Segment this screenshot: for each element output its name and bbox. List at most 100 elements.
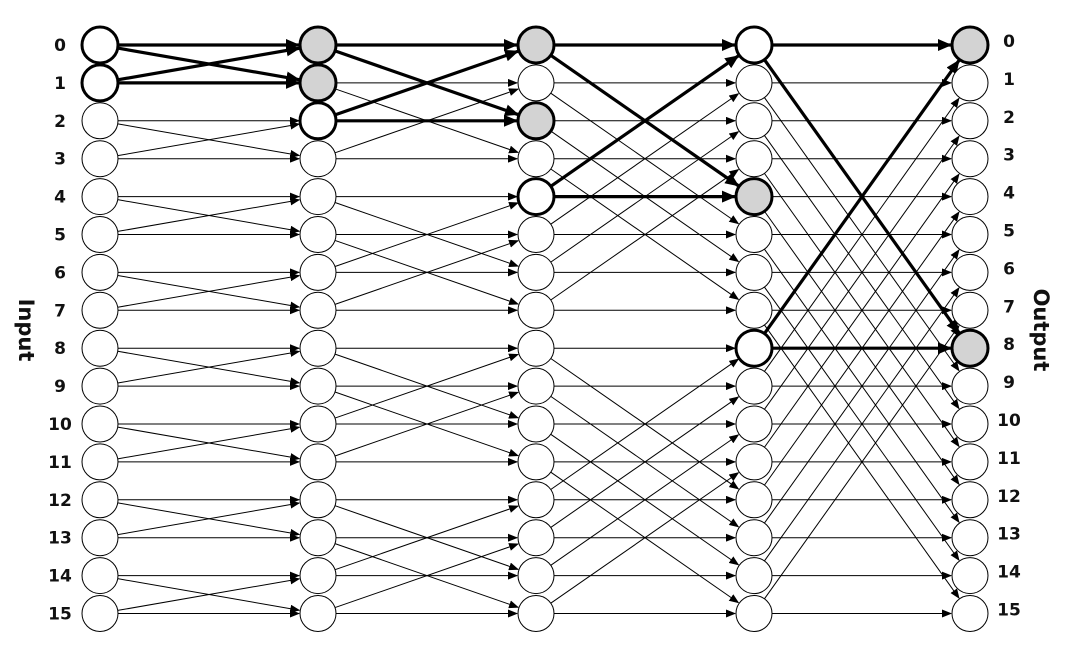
node bbox=[517, 140, 555, 178]
node bbox=[517, 519, 555, 557]
input-label: 15 bbox=[48, 605, 72, 625]
edge bbox=[550, 93, 740, 225]
edge bbox=[334, 353, 519, 419]
node bbox=[81, 329, 119, 367]
node bbox=[735, 405, 773, 443]
edge bbox=[117, 197, 301, 232]
output-axis-title: Output bbox=[1029, 289, 1053, 372]
edge bbox=[334, 505, 519, 571]
output-label: 7 bbox=[1003, 297, 1015, 317]
node bbox=[735, 291, 773, 329]
node bbox=[517, 291, 555, 329]
highlighted-node bbox=[950, 25, 990, 65]
edge bbox=[764, 135, 960, 410]
node bbox=[951, 405, 989, 443]
node bbox=[81, 557, 119, 595]
input-label: 1 bbox=[54, 74, 66, 94]
node bbox=[517, 216, 555, 253]
node bbox=[299, 367, 337, 405]
node bbox=[81, 481, 119, 519]
edge bbox=[764, 173, 960, 448]
highlighted-edge bbox=[117, 44, 301, 82]
input-label: 13 bbox=[48, 529, 72, 549]
edge bbox=[334, 391, 519, 457]
edge bbox=[334, 239, 519, 305]
node bbox=[951, 178, 989, 216]
node bbox=[81, 405, 119, 443]
node bbox=[735, 367, 773, 405]
highlighted-node bbox=[298, 25, 338, 65]
node bbox=[517, 557, 555, 595]
input-label: 7 bbox=[54, 301, 66, 321]
highlighted-node bbox=[516, 101, 556, 141]
input-label: 3 bbox=[54, 150, 66, 170]
node bbox=[517, 329, 555, 367]
highlighted-edge bbox=[763, 59, 961, 335]
node bbox=[299, 519, 337, 557]
node bbox=[735, 481, 773, 519]
node bbox=[299, 253, 337, 291]
output-label: 2 bbox=[1003, 108, 1015, 128]
highlighted-edge bbox=[334, 49, 519, 117]
node bbox=[517, 443, 555, 481]
node bbox=[735, 102, 773, 140]
input-label: 5 bbox=[54, 226, 66, 246]
highlighted-node bbox=[80, 63, 120, 103]
edge bbox=[117, 349, 301, 384]
highlighted-node bbox=[298, 101, 338, 141]
node bbox=[735, 216, 773, 253]
edge-layer bbox=[117, 78, 960, 618]
node bbox=[735, 519, 773, 557]
node bbox=[517, 64, 555, 102]
node bbox=[951, 102, 989, 140]
output-label: 15 bbox=[997, 601, 1021, 621]
input-label: 8 bbox=[54, 339, 66, 359]
edge bbox=[334, 202, 519, 267]
edge bbox=[550, 472, 740, 604]
node bbox=[517, 595, 555, 632]
node bbox=[299, 443, 337, 481]
node bbox=[81, 519, 119, 557]
highlighted-edge-layer bbox=[117, 39, 961, 355]
node-layer bbox=[80, 25, 990, 632]
node bbox=[81, 367, 119, 405]
edge bbox=[550, 168, 740, 301]
output-label: 14 bbox=[997, 563, 1021, 583]
input-label: 4 bbox=[54, 188, 66, 208]
edge bbox=[117, 121, 301, 157]
edge bbox=[764, 249, 960, 524]
input-label: 2 bbox=[54, 112, 66, 132]
highlighted-node bbox=[516, 25, 556, 65]
highlighted-node bbox=[516, 177, 556, 217]
highlighted-node bbox=[950, 328, 990, 368]
input-axis-title: Input bbox=[14, 299, 38, 362]
output-label: 9 bbox=[1003, 373, 1015, 393]
highlighted-node bbox=[734, 177, 774, 217]
edge bbox=[117, 576, 301, 611]
node bbox=[299, 405, 337, 443]
highlighted-node bbox=[80, 25, 120, 65]
output-label: 12 bbox=[997, 487, 1021, 507]
node bbox=[517, 367, 555, 405]
node bbox=[299, 178, 337, 216]
node bbox=[81, 443, 119, 481]
output-label: 4 bbox=[1003, 184, 1015, 204]
edge bbox=[117, 424, 301, 460]
edge bbox=[764, 97, 960, 372]
node bbox=[951, 253, 989, 291]
output-label: 0 bbox=[1003, 32, 1015, 52]
input-label: 9 bbox=[54, 377, 66, 397]
node bbox=[81, 253, 119, 291]
node bbox=[735, 443, 773, 481]
node bbox=[951, 595, 989, 632]
edge bbox=[550, 434, 740, 566]
node bbox=[517, 253, 555, 291]
input-label: 12 bbox=[48, 491, 72, 511]
edge bbox=[334, 543, 519, 609]
edge bbox=[550, 396, 740, 528]
edge bbox=[550, 358, 740, 490]
node bbox=[951, 443, 989, 481]
node bbox=[735, 595, 773, 632]
